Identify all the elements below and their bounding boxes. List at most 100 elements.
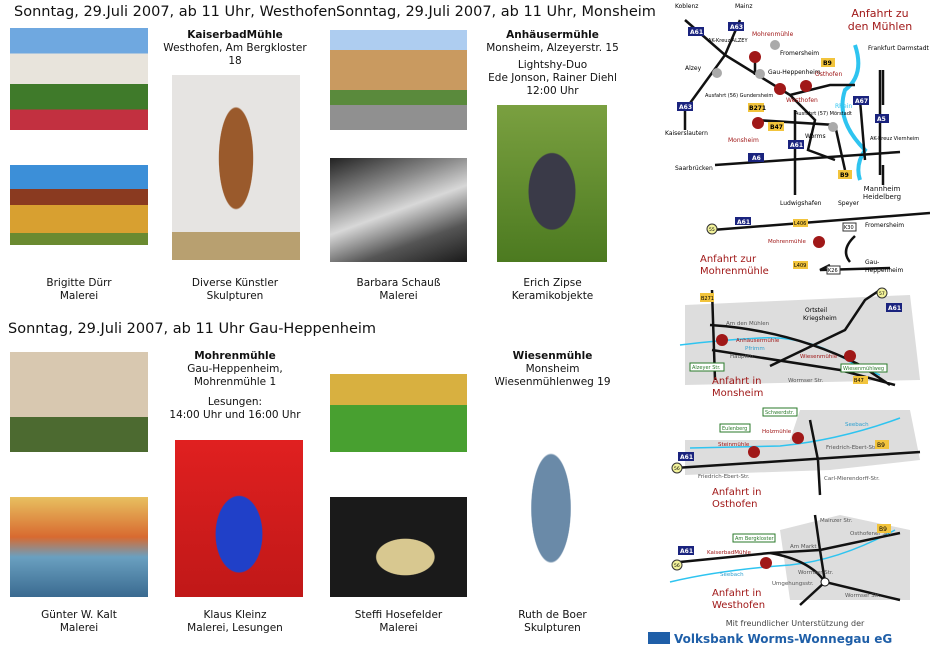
svg-text:Monsheim: Monsheim bbox=[728, 137, 759, 144]
svg-text:B271: B271 bbox=[701, 296, 714, 302]
maps: Anfahrt zu den Mühlen Koblenz Mainz AK-Kr… bbox=[648, 3, 930, 646]
svg-text:B9: B9 bbox=[879, 526, 887, 533]
street-label: Osthofener Str. bbox=[850, 531, 892, 537]
street-label: Carl-Mierendorff-Str. bbox=[824, 476, 880, 482]
svg-text:Fromersheim: Fromersheim bbox=[780, 50, 819, 57]
map-monsheim: Anhäusermühle Wiesenmühle OrtsteilKriegs… bbox=[679, 287, 920, 399]
volksbank-logo-icon bbox=[648, 632, 670, 644]
svg-text:A63: A63 bbox=[730, 24, 743, 31]
svg-text:Frankfurt Darmstadt: Frankfurt Darmstadt bbox=[868, 45, 930, 52]
svg-text:K26: K26 bbox=[828, 268, 838, 274]
schwerdstr-label: Schwerdstr. bbox=[765, 410, 795, 416]
sponsor-text: Mit freundlicher Unterstützung der bbox=[726, 619, 865, 628]
svg-text:B47: B47 bbox=[770, 124, 783, 131]
svg-text:Koblenz: Koblenz bbox=[675, 3, 698, 10]
svg-text:Am Bergkloster: Am Bergkloster bbox=[735, 536, 775, 542]
svg-text:Speyer: Speyer bbox=[838, 200, 860, 207]
svg-text:KaiserbadMühle: KaiserbadMühle bbox=[707, 550, 752, 556]
svg-text:A5: A5 bbox=[877, 116, 886, 123]
svg-text:Steinmühle: Steinmühle bbox=[718, 442, 750, 448]
svg-text:55: 55 bbox=[709, 227, 715, 233]
svg-text:AK-Kreuz Viernheim: AK-Kreuz Viernheim bbox=[870, 136, 919, 142]
image-brigitte-duerr-2 bbox=[10, 165, 148, 245]
street-label: Hauptstr. bbox=[730, 354, 755, 360]
heading-westhofen: Sonntag, 29.Juli 2007, ab 11 Uhr, Westho… bbox=[14, 4, 337, 20]
svg-text:Gau-Heppenheim: Gau-Heppenheim bbox=[768, 69, 821, 76]
map-westhofen: KaiserbadMühle Am Bergkloster Mainzer St… bbox=[669, 514, 910, 611]
svg-text:A61: A61 bbox=[790, 142, 803, 149]
eulenberg-label: Eulenberg bbox=[722, 426, 747, 432]
svg-text:Ausfahrt (57) Mörstadt: Ausfahrt (57) Mörstadt bbox=[795, 111, 852, 117]
map-title: Anfahrt zu bbox=[851, 7, 908, 20]
river-label: Seebach bbox=[720, 572, 744, 578]
svg-text:B9: B9 bbox=[823, 60, 832, 67]
svg-text:Monsheim: Monsheim bbox=[712, 388, 763, 399]
svg-text:den Mühlen: den Mühlen bbox=[848, 20, 912, 33]
svg-text:L406: L406 bbox=[794, 221, 806, 227]
svg-text:Ludwigshafen: Ludwigshafen bbox=[780, 200, 822, 207]
map-mohrenmuehle: Anfahrt zur Mohrenmühle FromersheimGau- … bbox=[700, 211, 930, 277]
image-erich-zipse bbox=[497, 105, 607, 262]
svg-text:Gau-: Gau- bbox=[865, 259, 879, 266]
svg-text:Westhofen: Westhofen bbox=[786, 97, 818, 104]
svg-text:Mohrenmühle: Mohrenmühle bbox=[752, 31, 794, 38]
svg-text:A6: A6 bbox=[752, 155, 761, 162]
street-label: Wormser Str. bbox=[798, 570, 834, 576]
street-label: Mainzer Str. bbox=[820, 518, 853, 524]
sponsor-bank: Volksbank Worms-Wonnegau eG bbox=[674, 632, 892, 646]
svg-text:B271: B271 bbox=[749, 105, 766, 112]
svg-text:Westhofen: Westhofen bbox=[712, 600, 765, 611]
svg-text:Anhäusermühle: Anhäusermühle bbox=[736, 338, 780, 344]
street-label: Am Markt bbox=[790, 544, 817, 550]
river-label: Pfrimm bbox=[745, 346, 765, 352]
svg-text:Kriegsheim: Kriegsheim bbox=[803, 315, 837, 322]
svg-text:Alzeyer Str.: Alzeyer Str. bbox=[692, 365, 721, 371]
svg-text:Fromersheim: Fromersheim bbox=[865, 222, 904, 229]
heading-monsheim: Sonntag, 29.Juli 2007, ab 11 Uhr, Monshe… bbox=[336, 4, 656, 20]
image-ruth-de-boer bbox=[515, 412, 587, 597]
svg-text:A61: A61 bbox=[680, 454, 693, 461]
map-overview: Anfahrt zu den Mühlen Koblenz Mainz AK-Kr… bbox=[665, 3, 930, 207]
image-barbara-schauss-2 bbox=[330, 158, 467, 262]
svg-text:56: 56 bbox=[674, 466, 680, 472]
svg-text:Mainz: Mainz bbox=[735, 3, 752, 10]
svg-text:Heppenheim: Heppenheim bbox=[865, 267, 903, 274]
svg-text:Mohrenmühle: Mohrenmühle bbox=[768, 239, 806, 245]
mannheim-heidelberg-label: Mannheim Heidelberg bbox=[862, 185, 902, 201]
svg-text:Wiesenmühle: Wiesenmühle bbox=[800, 354, 838, 360]
street-label: Umgehungsstr. bbox=[772, 581, 814, 587]
image-guenter-kalt-2 bbox=[10, 497, 148, 597]
svg-text:Anfahrt in: Anfahrt in bbox=[712, 487, 762, 498]
svg-text:Anfahrt in: Anfahrt in bbox=[712, 376, 762, 387]
svg-text:Mohrenmühle: Mohrenmühle bbox=[700, 266, 769, 277]
svg-text:L409: L409 bbox=[794, 263, 806, 269]
heading-gau-heppenheim: Sonntag, 29.Juli 2007, ab 11 Uhr Gau-Hep… bbox=[8, 321, 377, 337]
svg-text:Osthofen: Osthofen bbox=[815, 71, 842, 78]
image-guenter-kalt-1 bbox=[10, 352, 148, 452]
street-label: Friedrich-Ebert-Str. bbox=[698, 474, 750, 480]
street-label: Friedrich-Ebert-Str. bbox=[826, 445, 878, 451]
street-label: Wormser Str. bbox=[845, 593, 881, 599]
svg-text:A63: A63 bbox=[679, 104, 692, 111]
svg-text:Wiesenmühlweg: Wiesenmühlweg bbox=[843, 366, 884, 372]
svg-text:B9: B9 bbox=[840, 172, 849, 179]
svg-text:56: 56 bbox=[674, 563, 680, 569]
svg-text:57: 57 bbox=[879, 291, 885, 297]
street-label: Am den Mühlen bbox=[726, 321, 770, 327]
svg-text:Holzmühle: Holzmühle bbox=[762, 429, 792, 435]
svg-text:Anfahrt in: Anfahrt in bbox=[712, 588, 762, 599]
svg-text:Alzey: Alzey bbox=[685, 65, 702, 72]
svg-text:Ausfahrt (56) Gundersheim: Ausfahrt (56) Gundersheim bbox=[705, 93, 773, 99]
svg-text:Saarbrücken: Saarbrücken bbox=[675, 165, 713, 172]
image-steffi-hosefelder-2 bbox=[330, 497, 467, 597]
svg-text:Worms: Worms bbox=[805, 133, 826, 140]
